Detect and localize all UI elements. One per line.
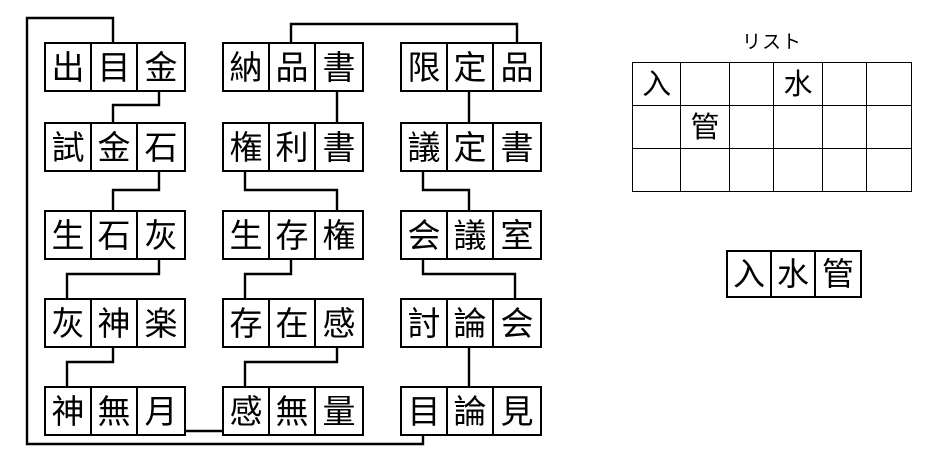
word-box[interactable]: 限 定 品 [400, 42, 542, 92]
link-2-2 [243, 166, 339, 212]
word-box[interactable]: 感 無 量 [222, 386, 364, 436]
kanji-cell[interactable]: 感 [316, 300, 362, 346]
link-1-4 [65, 342, 115, 388]
kanji-cell[interactable]: 議 [402, 124, 448, 170]
list-cell[interactable] [728, 148, 775, 192]
list-cell[interactable] [631, 105, 682, 149]
kanji-cell[interactable]: 水 [772, 252, 816, 296]
kanji-cell[interactable]: 生 [46, 212, 92, 258]
kanji-cell[interactable]: 無 [270, 388, 316, 434]
kanji-cell[interactable]: 無 [92, 388, 138, 434]
link-1-3 [65, 254, 161, 300]
link-3-2 [421, 166, 471, 212]
list-row: 入 水 [631, 62, 912, 106]
kanji-cell[interactable]: 品 [270, 44, 316, 90]
kanji-cell[interactable]: 見 [494, 388, 540, 434]
word-box[interactable]: 存 在 感 [222, 298, 364, 348]
kanji-cell[interactable]: 在 [270, 300, 316, 346]
link-2-3 [243, 254, 293, 300]
list-title: リスト [741, 31, 802, 53]
kanji-cell[interactable]: 感 [224, 388, 270, 434]
word-box[interactable]: 目 論 見 [400, 386, 542, 436]
list-cell[interactable] [821, 105, 868, 149]
kanji-cell[interactable]: 管 [816, 252, 860, 296]
link-3-3 [421, 254, 517, 300]
kanji-cell[interactable]: 定 [448, 124, 494, 170]
list-cell[interactable] [821, 148, 868, 192]
kanji-cell[interactable]: 書 [494, 124, 540, 170]
kanji-cell[interactable]: 神 [46, 388, 92, 434]
list-row: 管 [631, 105, 912, 149]
list-cell[interactable] [866, 105, 912, 149]
kanji-cell[interactable]: 楽 [138, 300, 184, 346]
list-cell[interactable] [680, 148, 730, 192]
kanji-cell[interactable]: 討 [402, 300, 448, 346]
list-cell[interactable] [680, 62, 730, 106]
kanji-cell[interactable]: 灰 [138, 212, 184, 258]
kanji-cell[interactable]: 権 [316, 212, 362, 258]
kanji-cell[interactable]: 存 [224, 300, 270, 346]
list-cell[interactable] [866, 148, 912, 192]
kanji-cell[interactable]: 定 [448, 44, 494, 90]
word-box[interactable]: 討 論 会 [400, 298, 542, 348]
kanji-cell[interactable]: 議 [448, 212, 494, 258]
word-box[interactable]: 納 品 書 [222, 42, 364, 92]
list-cell[interactable] [773, 148, 823, 192]
list-cell[interactable] [728, 105, 775, 149]
word-box[interactable]: 権 利 書 [222, 122, 364, 172]
kanji-cell[interactable]: 生 [224, 212, 270, 258]
list-cell[interactable] [631, 148, 682, 192]
list-cell[interactable] [821, 62, 868, 106]
list-row [631, 148, 912, 192]
kanji-cell[interactable]: 会 [402, 212, 448, 258]
kanji-cell[interactable]: 書 [316, 124, 362, 170]
kanji-cell[interactable]: 金 [138, 44, 184, 90]
word-box[interactable]: 神 無 月 [44, 386, 186, 436]
kanji-cell[interactable]: 書 [316, 44, 362, 90]
kanji-cell[interactable]: 神 [92, 300, 138, 346]
kanji-cell[interactable]: 目 [402, 388, 448, 434]
word-box[interactable]: 試 金 石 [44, 122, 186, 172]
kanji-cell[interactable]: 限 [402, 44, 448, 90]
kanji-cell[interactable]: 会 [494, 300, 540, 346]
kanji-cell[interactable]: 納 [224, 44, 270, 90]
list-cell[interactable]: 水 [773, 62, 823, 106]
kanji-cell[interactable]: 室 [494, 212, 540, 258]
kanji-cell[interactable]: 存 [270, 212, 316, 258]
list-cell[interactable]: 入 [631, 62, 682, 106]
kanji-cell[interactable]: 灰 [46, 300, 92, 346]
kanji-cell[interactable]: 権 [224, 124, 270, 170]
kanji-cell[interactable]: 入 [728, 252, 772, 296]
kanji-cell[interactable]: 論 [448, 300, 494, 346]
list-panel: リスト 入 水 管 [631, 30, 912, 192]
word-box[interactable]: 生 存 権 [222, 210, 364, 260]
link-top-hin [289, 22, 519, 44]
kanji-cell[interactable]: 石 [92, 212, 138, 258]
kanji-cell[interactable]: 量 [316, 388, 362, 434]
word-box[interactable]: 会 議 室 [400, 210, 542, 260]
kanji-cell[interactable]: 論 [448, 388, 494, 434]
kanji-cell[interactable]: 目 [92, 44, 138, 90]
list-grid[interactable]: 入 水 管 [631, 62, 912, 192]
word-box[interactable]: 灰 神 楽 [44, 298, 186, 348]
kanji-cell[interactable]: 出 [46, 44, 92, 90]
word-box[interactable]: 議 定 書 [400, 122, 542, 172]
kanji-cell[interactable]: 金 [92, 124, 138, 170]
list-cell[interactable] [773, 105, 823, 149]
link-2-4 [243, 342, 339, 388]
word-box[interactable]: 出 目 金 [44, 42, 186, 92]
kanji-cell[interactable]: 試 [46, 124, 92, 170]
list-cell[interactable]: 管 [680, 105, 730, 149]
word-box[interactable]: 生 石 灰 [44, 210, 186, 260]
link-1-1 [111, 86, 161, 124]
link-1-2 [111, 166, 161, 212]
list-cell[interactable] [728, 62, 775, 106]
kanji-cell[interactable]: 品 [494, 44, 540, 90]
kanji-cell[interactable]: 石 [138, 124, 184, 170]
kanji-cell[interactable]: 月 [138, 388, 184, 434]
kanji-cell[interactable]: 利 [270, 124, 316, 170]
list-cell[interactable] [866, 62, 912, 106]
answer-word-box[interactable]: 入 水 管 [726, 250, 862, 298]
